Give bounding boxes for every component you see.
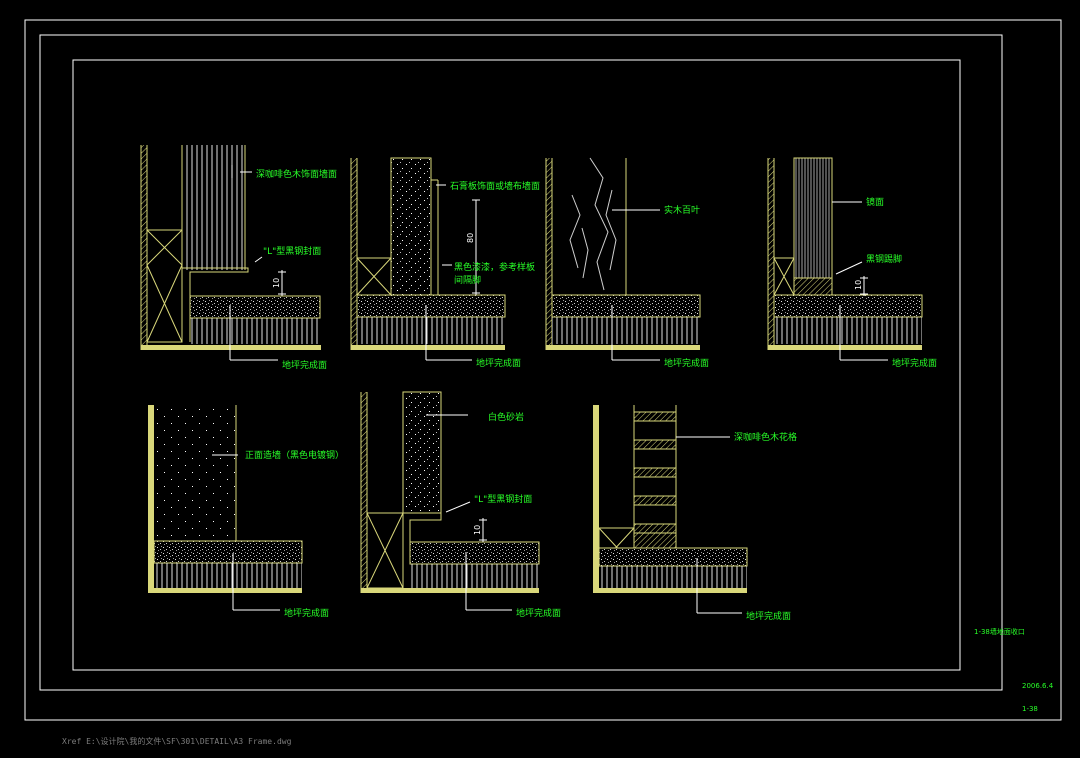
d2-paint-label-2: 间隔脚 [454,274,481,286]
d4-wall-label: 镜面 [866,196,884,208]
middle-frame [39,34,1003,691]
d6-angle-label: "L"型黑钢封面 [474,493,532,505]
detail-7-wood-lattice [593,405,748,614]
detail-2-gypsum-wall [350,157,506,361]
d1-gap-dimension: 10 [272,278,281,288]
sheet-number: 1-38 [1022,705,1038,713]
d7-floor-label: 地坪完成面 [746,610,791,622]
d6-gap-dimension: 10 [473,525,482,535]
drawing-date: 2006.6.4 [1022,682,1054,690]
d6-wall-label: 白色砂岩 [488,411,524,423]
d7-wall-label: 深咖啡色木花格 [734,431,797,443]
d1-angle-label: "L"型黑钢封面 [263,245,321,257]
detail-3-timber-louver [545,157,701,361]
outer-frame [24,19,1062,721]
d3-floor-label: 地坪完成面 [664,357,709,369]
detail-6-sandstone-wall [360,391,540,611]
detail-4-mirror-wall [767,157,923,361]
detail-1-wood-veneer-wall [140,145,321,361]
d6-floor-label: 地坪完成面 [516,607,561,619]
drawing-name: 1-38墙地面收口 [974,627,1025,636]
d4-trim-label: 黑钢踢脚 [866,253,902,265]
d4-floor-label: 地坪完成面 [892,357,937,369]
inner-frame [72,59,961,671]
drawing-frame [24,19,1062,721]
d2-height-dimension: 80 [466,233,475,243]
d2-floor-label: 地坪完成面 [476,357,521,369]
d4-gap-dimension: 10 [854,280,863,290]
d3-wall-label: 实木百叶 [664,204,700,216]
d1-wall-label: 深咖啡色木饰面墙面 [256,168,337,180]
d5-wall-label: 正面造墙（黑色电镀钢） [245,449,344,461]
xref-path: Xref E:\设计院\我的文件\SF\301\DETAIL\A3 Frame.… [62,736,292,746]
d5-floor-label: 地坪完成面 [284,607,329,619]
detail-5-plated-steel-wall [148,405,303,611]
d1-floor-label: 地坪完成面 [282,359,327,371]
d2-paint-label: 黑色漆漆，参考样板 [454,261,535,273]
d2-wall-label: 石膏板饰面或墙布墙面 [450,180,540,192]
